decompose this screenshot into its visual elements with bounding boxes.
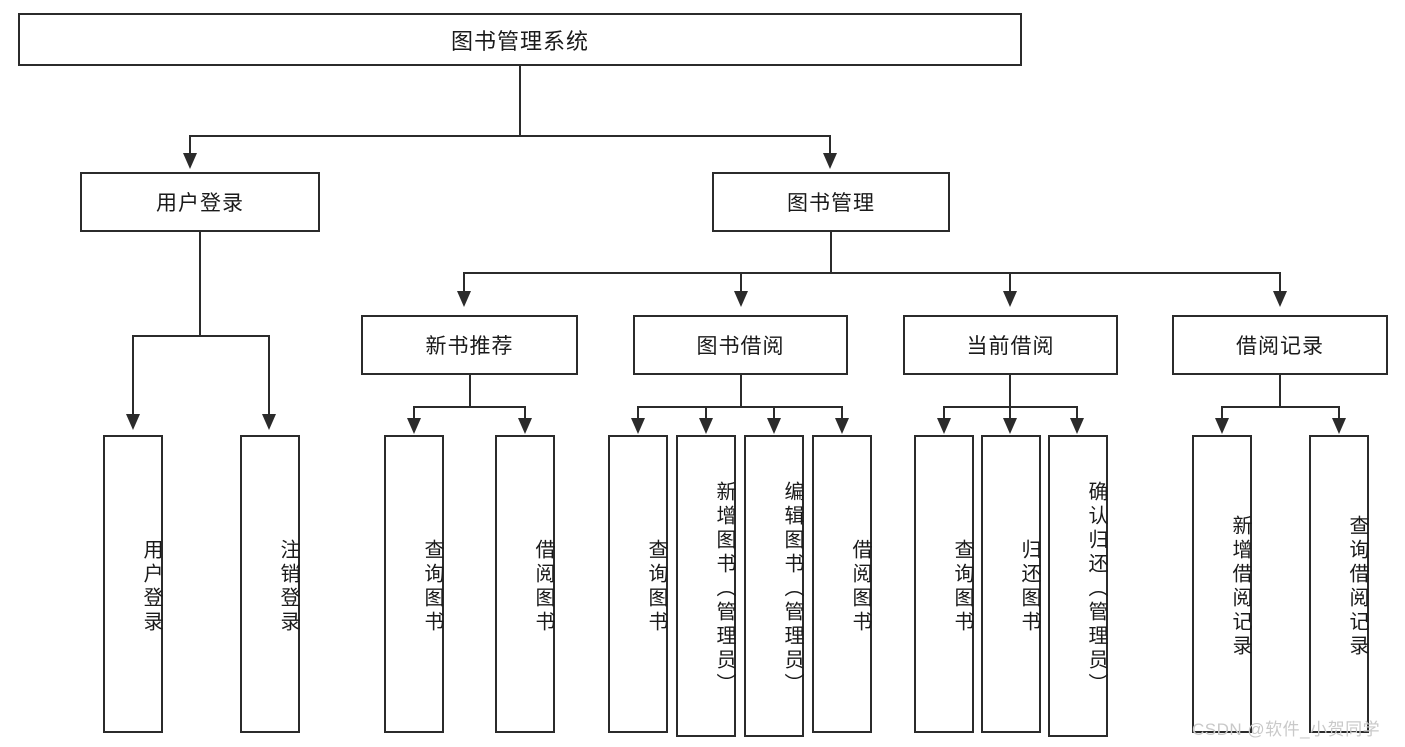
connector-drop-leaf-user-login	[132, 335, 134, 417]
connector-root-bus	[190, 135, 831, 137]
arrowhead-leaf-user-login	[126, 414, 140, 430]
connector-drop-bb-1	[637, 406, 639, 420]
arrowhead-new-book	[457, 291, 471, 307]
arrowhead-cb-2	[1003, 418, 1017, 434]
node-root-library-system[interactable]: 图书管理系统	[18, 13, 1022, 66]
connector-drop-bb-3	[773, 406, 775, 420]
arrowhead-borrow-book-1	[518, 418, 532, 434]
node-label: 编辑图书（管理员）	[781, 481, 803, 697]
node-label: 查询图书	[421, 539, 443, 635]
arrowhead-bb-3	[767, 418, 781, 434]
node-label: 借阅记录	[1236, 335, 1324, 358]
connector-drop-cb-2	[1009, 406, 1011, 420]
leaf-add-book-admin[interactable]: 新增图书（管理员）	[676, 435, 736, 737]
arrowhead-cb-3	[1070, 418, 1084, 434]
node-label: 图书管理	[787, 192, 875, 215]
connector-book-borrow-stem	[740, 375, 742, 407]
leaf-borrow-book-recommend[interactable]: 借阅图书	[495, 435, 555, 733]
node-label: 图书管理系统	[450, 28, 589, 54]
leaf-logout[interactable]: 注销登录	[240, 435, 300, 733]
connector-root-stem	[519, 66, 521, 136]
node-label: 新增借阅记录	[1229, 515, 1251, 659]
leaf-edit-book-admin[interactable]: 编辑图书（管理员）	[744, 435, 804, 737]
connector-user-login-bus	[133, 335, 269, 337]
connector-drop-leaf-logout	[268, 335, 270, 417]
connector-drop-query-book-1	[413, 406, 415, 420]
arrowhead-br-2	[1332, 418, 1346, 434]
node-label: 新增图书（管理员）	[713, 481, 735, 697]
connector-current-borrow-stem	[1009, 375, 1011, 407]
connector-drop-bb-4	[841, 406, 843, 420]
node-user-login[interactable]: 用户登录	[80, 172, 320, 232]
connector-book-mgmt-bus	[464, 272, 1280, 274]
connector-new-book-stem	[469, 375, 471, 407]
connector-drop-br-2	[1338, 406, 1340, 420]
arrowhead-borrow-record	[1273, 291, 1287, 307]
csdn-watermark: CSDN @软件_小贺同学	[1192, 720, 1381, 739]
connector-user-login-stem	[199, 232, 201, 336]
arrowhead-book-borrow	[734, 291, 748, 307]
arrowhead-bb-1	[631, 418, 645, 434]
connector-drop-new-book	[463, 272, 465, 294]
arrowhead-cb-1	[937, 418, 951, 434]
leaf-query-book-recommend[interactable]: 查询图书	[384, 435, 444, 733]
arrowhead-query-book-1	[407, 418, 421, 434]
connector-book-mgmt-stem	[830, 232, 832, 273]
node-label: 新书推荐	[425, 335, 514, 358]
connector-drop-cb-3	[1076, 406, 1078, 420]
connector-drop-book-mgmt	[829, 135, 831, 157]
node-label: 用户登录	[156, 192, 244, 215]
connector-drop-borrow-book-1	[524, 406, 526, 420]
leaf-query-book-current[interactable]: 查询图书	[914, 435, 974, 733]
node-label: 查询借阅记录	[1346, 515, 1368, 659]
leaf-add-borrow-record[interactable]: 新增借阅记录	[1192, 435, 1252, 733]
arrowhead-current-borrow	[1003, 291, 1017, 307]
arrowhead-br-1	[1215, 418, 1229, 434]
connector-borrow-record-bus	[1222, 406, 1339, 408]
leaf-borrow-book[interactable]: 借阅图书	[812, 435, 872, 733]
connector-drop-bb-2	[705, 406, 707, 420]
node-label: 借阅图书	[532, 539, 554, 635]
node-new-book-recommend[interactable]: 新书推荐	[361, 315, 578, 375]
connector-new-book-bus	[414, 406, 526, 408]
leaf-query-borrow-record[interactable]: 查询借阅记录	[1309, 435, 1369, 733]
connector-drop-cb-1	[943, 406, 945, 420]
node-label: 归还图书	[1018, 539, 1040, 635]
node-book-management[interactable]: 图书管理	[712, 172, 950, 232]
node-label: 用户登录	[140, 539, 162, 635]
node-label: 图书借阅	[696, 335, 785, 358]
leaf-user-login[interactable]: 用户登录	[103, 435, 163, 733]
connector-drop-borrow-record	[1279, 272, 1281, 294]
connector-current-borrow-bus	[944, 406, 1078, 408]
connector-borrow-record-stem	[1279, 375, 1281, 407]
connector-drop-book-borrow	[740, 272, 742, 294]
connector-book-borrow-bus	[638, 406, 842, 408]
connector-drop-br-1	[1221, 406, 1223, 420]
arrowhead-leaf-logout	[262, 414, 276, 430]
arrowhead-bb-4	[835, 418, 849, 434]
node-label: 当前借阅	[966, 335, 1055, 358]
connector-drop-user-login	[189, 135, 191, 157]
node-label: 确认归还（管理员）	[1085, 481, 1107, 697]
leaf-confirm-return-admin[interactable]: 确认归还（管理员）	[1048, 435, 1108, 737]
node-label: 借阅图书	[849, 539, 871, 635]
node-borrow-record[interactable]: 借阅记录	[1172, 315, 1388, 375]
node-book-borrow[interactable]: 图书借阅	[633, 315, 848, 375]
node-label: 注销登录	[277, 539, 299, 635]
node-label: 查询图书	[951, 539, 973, 635]
connector-drop-current-borrow	[1009, 272, 1011, 294]
leaf-return-book[interactable]: 归还图书	[981, 435, 1041, 733]
arrowhead-book-mgmt	[823, 153, 837, 169]
node-label: 查询图书	[645, 539, 667, 635]
node-current-borrow[interactable]: 当前借阅	[903, 315, 1118, 375]
arrowhead-bb-2	[699, 418, 713, 434]
arrowhead-user-login	[183, 153, 197, 169]
leaf-query-book-borrow[interactable]: 查询图书	[608, 435, 668, 733]
